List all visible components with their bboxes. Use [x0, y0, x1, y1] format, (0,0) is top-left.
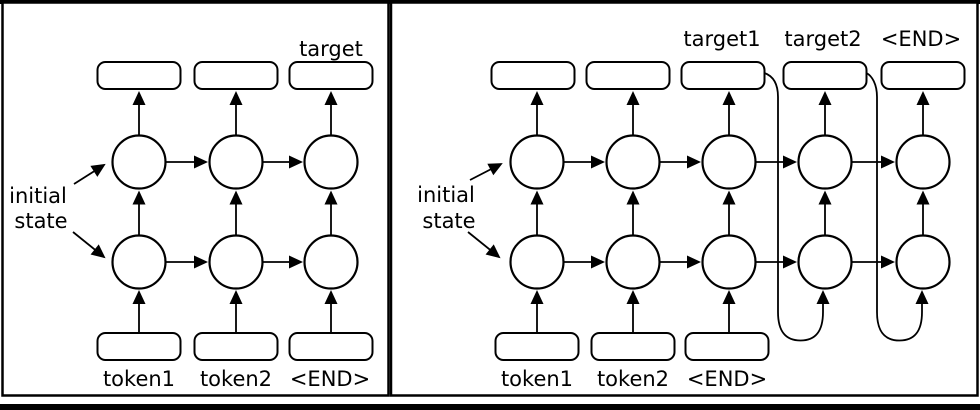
state-node: [509, 234, 565, 290]
right-panel: target1 target2 <END> token1 token2 <END…: [389, 1, 979, 397]
token1-label: token1: [501, 367, 573, 391]
state-node: [895, 134, 951, 190]
state-node: [208, 134, 264, 190]
feedback-curve: [866, 72, 929, 342]
output-box: [96, 61, 182, 90]
output-box: [782, 61, 868, 90]
initial-state-arrow: [72, 231, 106, 259]
initial-state-label-line2: state: [422, 209, 475, 233]
feedback-curve: [764, 72, 830, 342]
state-node: [797, 134, 853, 190]
frame-bottom-bar: [0, 404, 980, 410]
input-box: [684, 332, 770, 361]
target2-label: target2: [784, 27, 861, 51]
initial-state-arrow: [469, 163, 503, 181]
state-node: [605, 234, 661, 290]
state-node: [509, 134, 565, 190]
left-panel: target token1 token2 <END> initial state: [1, 1, 390, 397]
state-node: [605, 134, 661, 190]
initial-state-label-line1: initial: [9, 184, 67, 208]
end-label: <END>: [290, 367, 370, 391]
token1-label: token1: [103, 367, 175, 391]
initial-state-label-line2: state: [14, 209, 67, 233]
state-node: [303, 134, 359, 190]
end-label: <END>: [687, 367, 767, 391]
state-node: [111, 134, 167, 190]
token2-label: token2: [597, 367, 669, 391]
token2-label: token2: [200, 367, 272, 391]
input-box: [590, 332, 676, 361]
state-node: [797, 234, 853, 290]
initial-state-arrow: [73, 163, 106, 185]
end-output-label: <END>: [881, 27, 961, 51]
target1-label: target1: [683, 27, 760, 51]
input-box: [193, 332, 279, 361]
state-node: [701, 234, 757, 290]
output-box: [288, 61, 374, 90]
state-node: [208, 234, 264, 290]
initial-state-label-line1: initial: [417, 183, 475, 207]
state-node: [701, 134, 757, 190]
state-node: [895, 234, 951, 290]
input-box: [96, 332, 182, 361]
initial-state-arrow: [467, 231, 501, 259]
output-box: [193, 61, 279, 90]
input-box: [288, 332, 374, 361]
input-box: [494, 332, 580, 361]
output-box: [585, 61, 671, 90]
state-node: [303, 234, 359, 290]
output-box: [490, 61, 576, 90]
output-box: [680, 61, 766, 90]
target-label: target: [299, 37, 363, 61]
state-node: [111, 234, 167, 290]
output-box: [880, 61, 966, 90]
